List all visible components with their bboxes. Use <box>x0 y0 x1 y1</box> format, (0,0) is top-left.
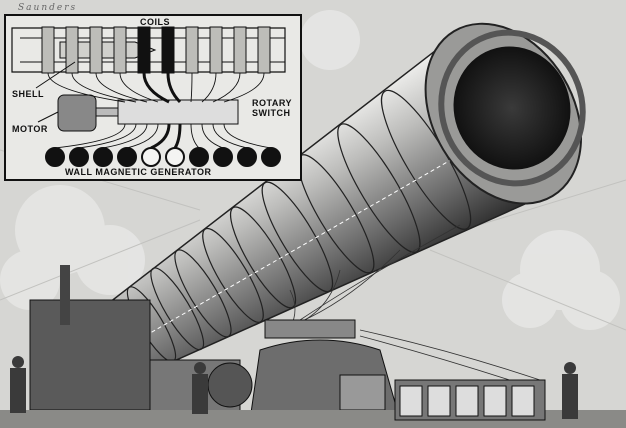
diagram-wires <box>47 72 272 150</box>
motor-label: MOTOR <box>12 124 48 134</box>
diagram-coil <box>113 26 127 74</box>
diagram-wire <box>201 72 224 149</box>
rotary-switch-label-2: SWITCH <box>252 108 291 118</box>
diagram-wire <box>47 72 126 149</box>
diagram-wire <box>166 72 182 149</box>
generator-on <box>189 147 209 167</box>
generator-on <box>45 147 65 167</box>
smoke-cloud <box>0 10 620 330</box>
generator-on <box>117 147 137 167</box>
soldiers <box>10 356 578 419</box>
bore <box>453 46 571 170</box>
diagram-wire <box>142 72 171 150</box>
generator-on <box>213 147 233 167</box>
generator-on <box>261 147 281 167</box>
diagram-wire <box>223 72 272 149</box>
diagram-coil <box>257 26 271 74</box>
rotary-switch <box>117 99 239 125</box>
generator-bank <box>394 379 546 421</box>
diagram-wire <box>71 72 137 149</box>
generator-on <box>93 147 113 167</box>
diagram-coil <box>65 26 79 74</box>
wall-magnetic-generators <box>45 147 281 167</box>
diagram-wire <box>212 72 248 149</box>
diagram-coil <box>89 26 103 74</box>
diagram-coil <box>185 26 199 74</box>
shell-label: SHELL <box>12 89 44 99</box>
coils-label: COILS <box>140 17 170 27</box>
diagram-coil <box>137 26 151 74</box>
generator-off <box>141 147 161 167</box>
diagram-wire <box>119 72 159 149</box>
generator-on <box>237 147 257 167</box>
generator-label: WALL MAGNETIC GENERATOR <box>65 167 212 177</box>
diagram-wire <box>190 72 200 149</box>
diagram-coil <box>209 26 223 74</box>
diagram-wire <box>95 72 148 149</box>
rotary-switch-label-1: ROTARY <box>252 98 292 108</box>
inset-diagram: Saunders COILS SHELL MOTOR ROTARY SWITCH… <box>4 3 302 181</box>
artist-signature: Saunders <box>18 3 77 13</box>
diagram-coil <box>41 26 55 74</box>
generator-off <box>165 147 185 167</box>
diagram-coil <box>161 26 175 74</box>
generator-on <box>69 147 89 167</box>
diagram-coil <box>233 26 247 74</box>
